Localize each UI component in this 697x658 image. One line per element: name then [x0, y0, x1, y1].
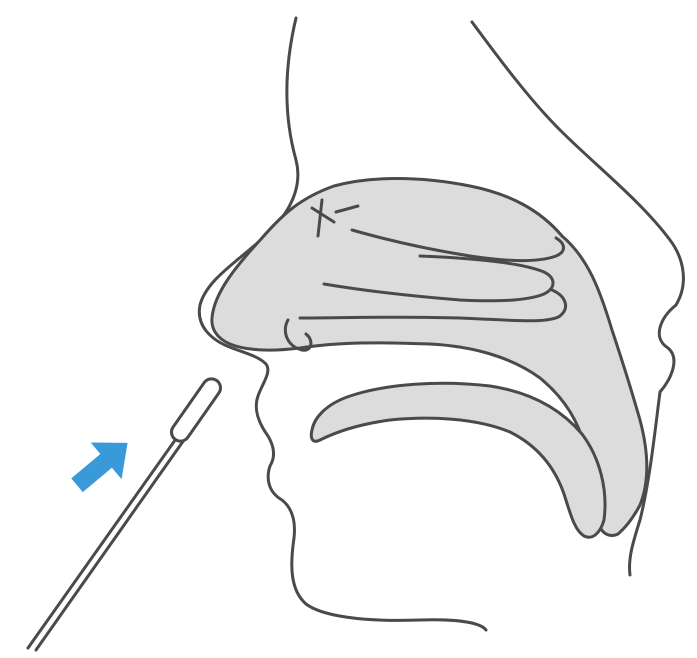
swab-tip [168, 375, 224, 444]
swab-stick-edge [36, 440, 184, 650]
ear-outline [659, 305, 676, 392]
swab-tip-head [168, 375, 224, 444]
oral-cavity [311, 383, 605, 537]
arrow-up-right-icon [62, 424, 143, 503]
arrow-shape [62, 424, 143, 503]
